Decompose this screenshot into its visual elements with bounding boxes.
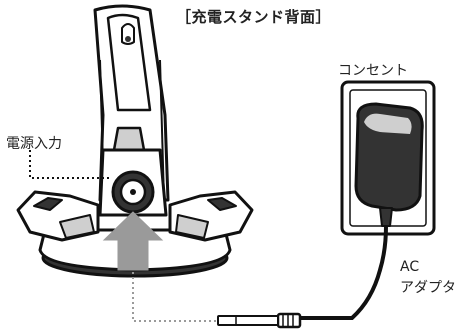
adapter-highlight — [364, 113, 412, 134]
hanger-hole-dot — [125, 36, 131, 42]
stand-right-wing-inner — [175, 214, 209, 239]
adapter-cable — [279, 225, 388, 323]
plug-route-leader — [132, 272, 216, 322]
stand-left-wing-inner — [59, 214, 95, 239]
insert-arrow-icon — [102, 211, 164, 271]
stand-left-wing-slot — [33, 197, 63, 211]
stand-right-wing-slot — [207, 197, 237, 211]
stand-clip — [112, 126, 146, 152]
diagram-title: ［充電スタンド背面］ — [176, 8, 332, 26]
outlet-label: コンセント — [338, 63, 408, 79]
power-jack-pin — [130, 189, 136, 195]
dc-plug-body — [276, 312, 302, 329]
adapter-label-name: アダプタ — [400, 280, 456, 296]
ac-adapter — [354, 102, 424, 227]
adapter-strain-relief — [379, 207, 393, 227]
adapter-label-ac: AC — [400, 259, 420, 275]
power-input-label: 電源入力 — [6, 136, 62, 152]
dc-plug-barrel — [217, 315, 279, 326]
dc-plug — [217, 312, 302, 329]
stand-column-inner — [106, 13, 152, 112]
